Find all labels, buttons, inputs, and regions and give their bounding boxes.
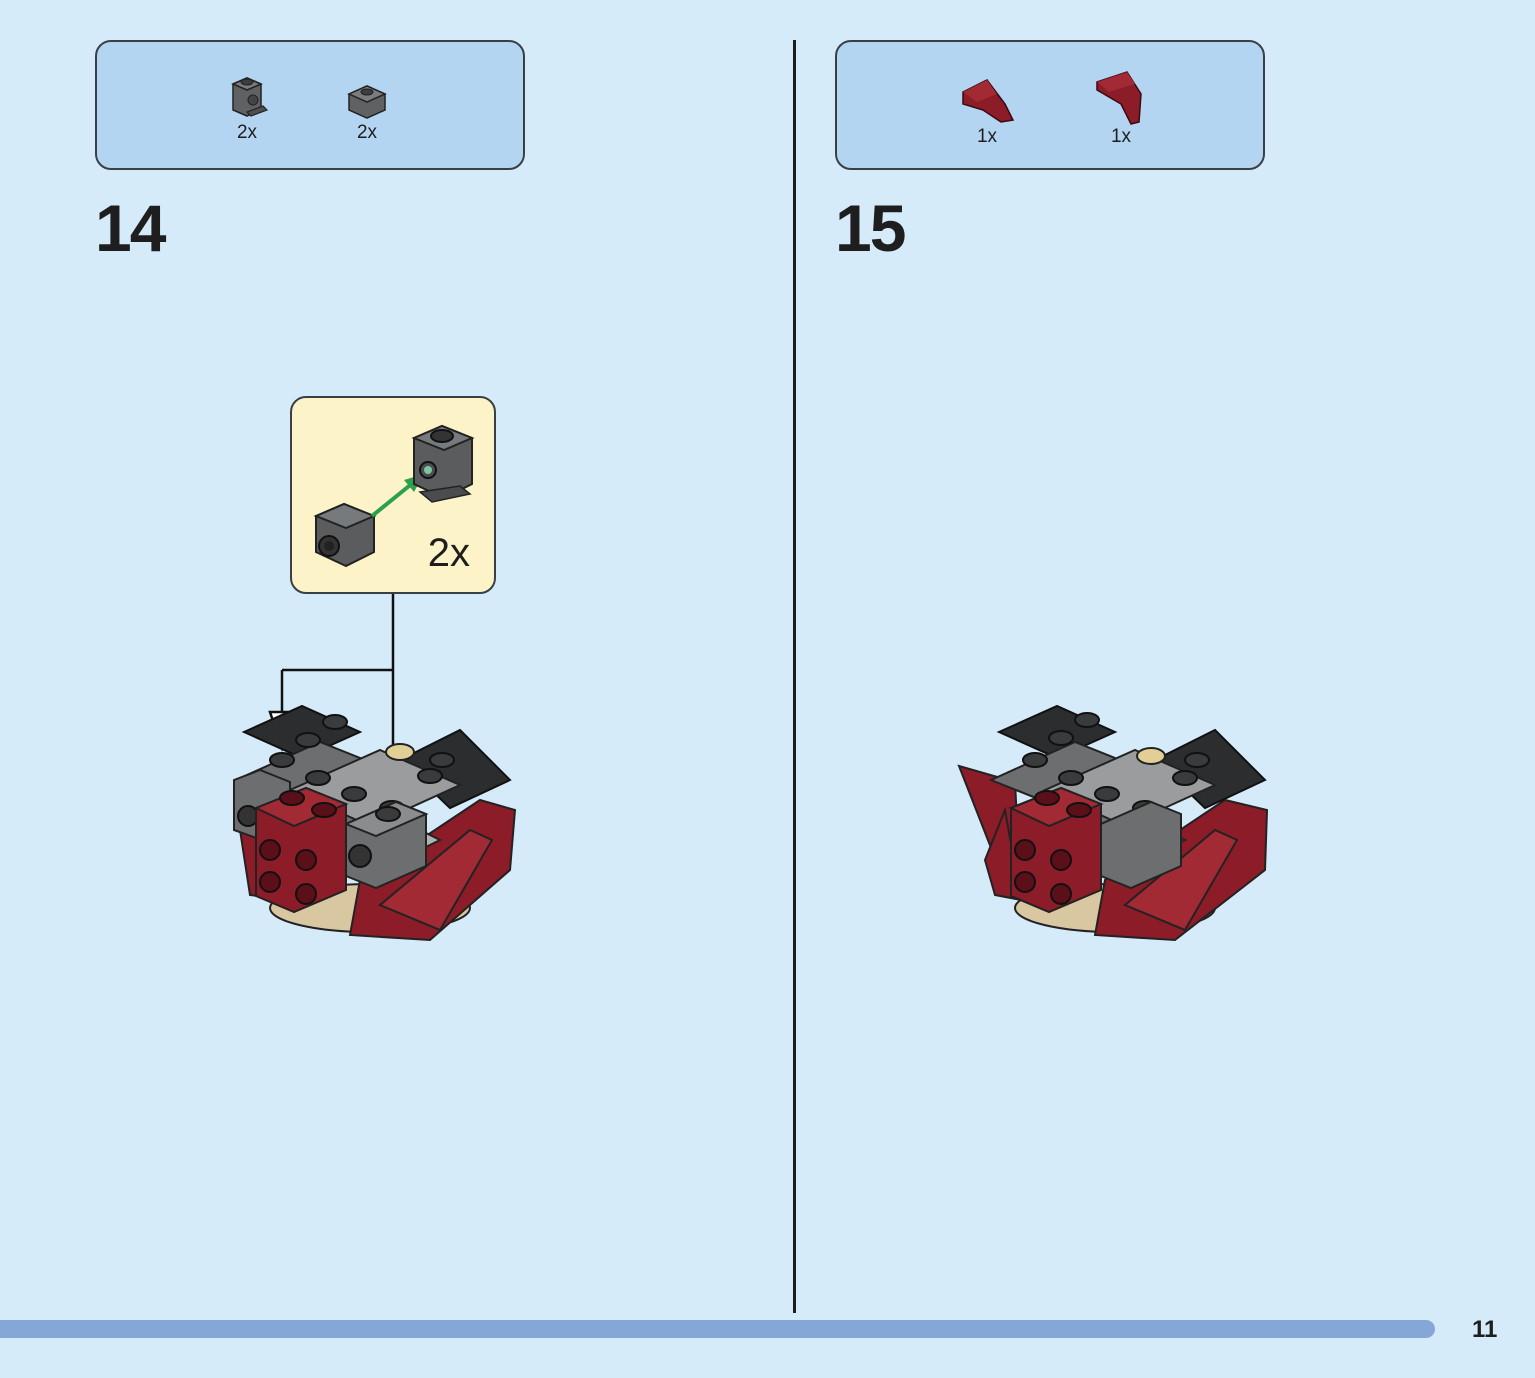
dark-red-wedge-plate-icon [962, 79, 1015, 123]
column-divider [793, 40, 796, 1313]
sub-assembly-diagram [313, 424, 475, 568]
step-number: 14 [95, 191, 166, 265]
part-item: 1x [1091, 70, 1151, 148]
dark-gray-bracket-brick-icon [231, 77, 269, 117]
parts-list-step-14: 2x 2x [95, 40, 525, 170]
progress-bar [0, 1320, 1435, 1338]
dark-red-wedge-plate-icon [1096, 71, 1142, 125]
dark-gray-bracket-brick-icon [411, 424, 475, 503]
part-qty: 2x [356, 122, 378, 143]
page-number: 11 [1472, 1316, 1498, 1343]
callout-qty: 2x [427, 531, 470, 575]
dark-gray-1x1-plate-icon [347, 85, 387, 119]
part-qty: 1x [1110, 126, 1132, 147]
parts-list-step-15: 1x 1x [835, 40, 1265, 170]
part-item: 2x [337, 76, 397, 144]
step-number: 15 [835, 191, 906, 265]
sub-assembly-callout: 2x [290, 396, 496, 594]
part-item: 2x [217, 70, 277, 144]
part-qty: 2x [236, 122, 258, 143]
model-step-14 [233, 704, 517, 942]
model-step-15 [957, 704, 1269, 942]
part-qty: 1x [976, 126, 998, 147]
part-item: 1x [957, 74, 1017, 148]
